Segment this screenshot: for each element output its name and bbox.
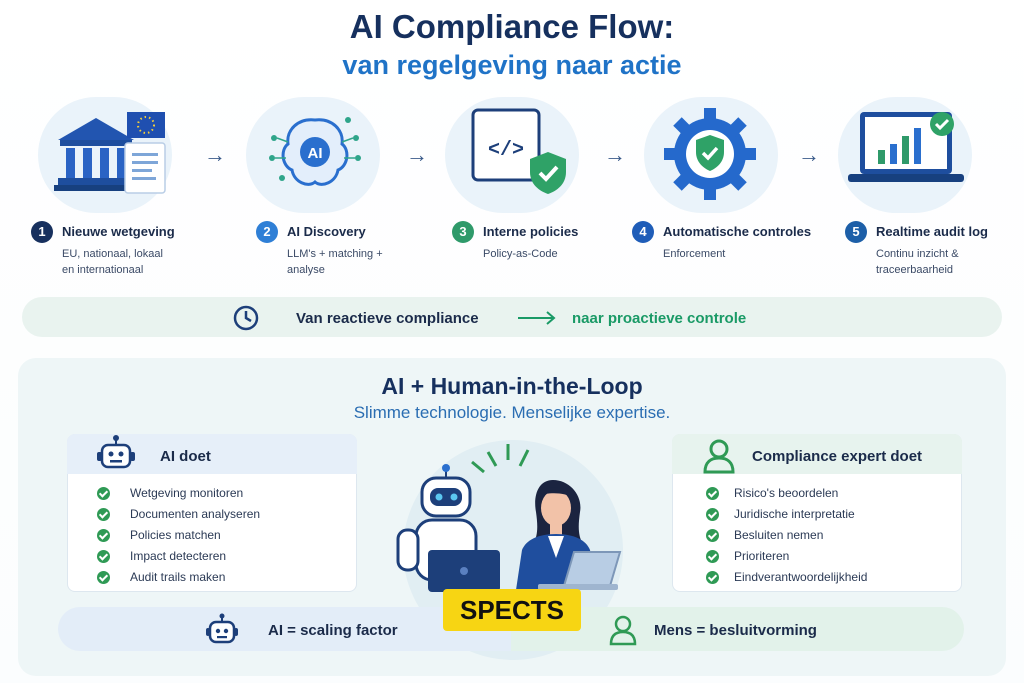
step-3-desc-line: Policy-as-Code xyxy=(483,248,558,260)
expert-task-item: Eindverantwoordelijkheid xyxy=(734,570,868,584)
ai-task-item: Documenten analyseren xyxy=(130,507,261,521)
step-4-desc: Enforcement xyxy=(663,246,725,262)
check-icon xyxy=(97,529,110,542)
step-5-desc-line: traceerbaarheid xyxy=(876,264,954,276)
human-decision-label: Mens = besluitvorming xyxy=(654,622,817,639)
proactive-banner xyxy=(22,297,1002,337)
step-5-number: 5 xyxy=(845,221,867,243)
check-icon xyxy=(706,571,719,584)
code-window-icon: </> xyxy=(471,108,541,182)
ai-brain-icon: AI xyxy=(269,117,361,186)
arrow-right-icon xyxy=(518,311,556,325)
ai-task-item: Wetgeving monitoren xyxy=(130,486,244,500)
section-title: AI + Human-in-the-Loop xyxy=(381,373,643,399)
check-icon xyxy=(97,571,110,584)
step-3-number: 3 xyxy=(452,221,474,243)
step-2-desc: LLM's + matching + analyse xyxy=(287,246,383,278)
check-icon xyxy=(97,550,110,563)
ai-scaling-label: AI = scaling factor xyxy=(268,622,398,639)
person-icon xyxy=(609,615,637,646)
eu-flag-icon xyxy=(127,112,165,138)
check-icon xyxy=(706,487,719,500)
step-4-title: Automatische controles xyxy=(663,224,812,239)
step-1-desc-line: en internationaal xyxy=(62,264,144,276)
ai-card-title: AI doet xyxy=(160,448,211,465)
step-1-desc: EU, nationaal, lokaal en internationaal xyxy=(62,246,163,278)
step-3-desc: Policy-as-Code xyxy=(483,246,558,262)
step-2-title: AI Discovery xyxy=(287,224,366,239)
step-5-title: Realtime audit log xyxy=(876,224,988,239)
ai-task-item: Audit trails maken xyxy=(130,570,226,584)
robot-and-expert-illustration xyxy=(396,440,623,660)
step-3-title: Interne policies xyxy=(483,224,579,239)
step-5-desc-line: Continu inzicht & xyxy=(876,248,959,260)
page-title: AI Compliance Flow: xyxy=(349,8,675,45)
step-2-number: 2 xyxy=(256,221,278,243)
flow-arrow: → xyxy=(604,142,626,167)
check-icon xyxy=(97,508,110,521)
step-1-number: 1 xyxy=(31,221,53,243)
clock-icon xyxy=(233,305,259,331)
flow-arrow: → xyxy=(204,142,226,167)
step-2-desc-line: LLM's + matching + xyxy=(287,248,383,260)
expert-task-item: Besluiten nemen xyxy=(734,528,824,542)
shield-check-icon xyxy=(530,152,566,194)
document-icon xyxy=(124,142,166,194)
expert-task-item: Juridische interpretatie xyxy=(734,507,855,521)
step-1-desc-line: EU, nationaal, lokaal xyxy=(62,248,163,260)
robot-icon xyxy=(206,613,238,644)
step-5-desc: Continu inzicht & traceerbaarheid xyxy=(876,246,959,278)
person-icon xyxy=(703,439,735,474)
step-4-number: 4 xyxy=(632,221,654,243)
flow-arrow: → xyxy=(798,142,820,167)
step-4-desc-line: Enforcement xyxy=(663,248,726,260)
expert-task-item: Risico's beoordelen xyxy=(734,486,839,500)
watermark-badge: SPECTS xyxy=(443,589,581,631)
check-icon xyxy=(706,550,719,563)
banner-to-text: naar proactieve controle xyxy=(572,310,747,327)
section-subtitle: Slimme technologie. Menselijke expertise… xyxy=(353,403,671,422)
expert-task-item: Prioriteren xyxy=(734,549,790,563)
svg-text:</>: </> xyxy=(488,139,524,162)
laptop-chart-icon xyxy=(848,112,964,182)
flow-arrow: → xyxy=(406,142,428,167)
banner-from-text: Van reactieve compliance xyxy=(296,310,479,327)
svg-text:AI: AI xyxy=(308,145,323,162)
check-icon xyxy=(97,487,110,500)
robot-icon xyxy=(97,435,135,469)
check-icon xyxy=(706,529,719,542)
building-icon xyxy=(54,118,138,191)
step-2-desc-line: analyse xyxy=(287,264,325,276)
gear-shield-icon xyxy=(664,108,756,200)
page-subtitle: van regelgeving naar actie xyxy=(342,50,682,80)
expert-card-title: Compliance expert doet xyxy=(752,448,923,465)
step-1-title: Nieuwe wetgeving xyxy=(62,224,175,239)
ai-task-item: Impact detecteren xyxy=(130,549,227,563)
check-icon xyxy=(706,508,719,521)
ai-task-item: Policies matchen xyxy=(130,528,221,542)
